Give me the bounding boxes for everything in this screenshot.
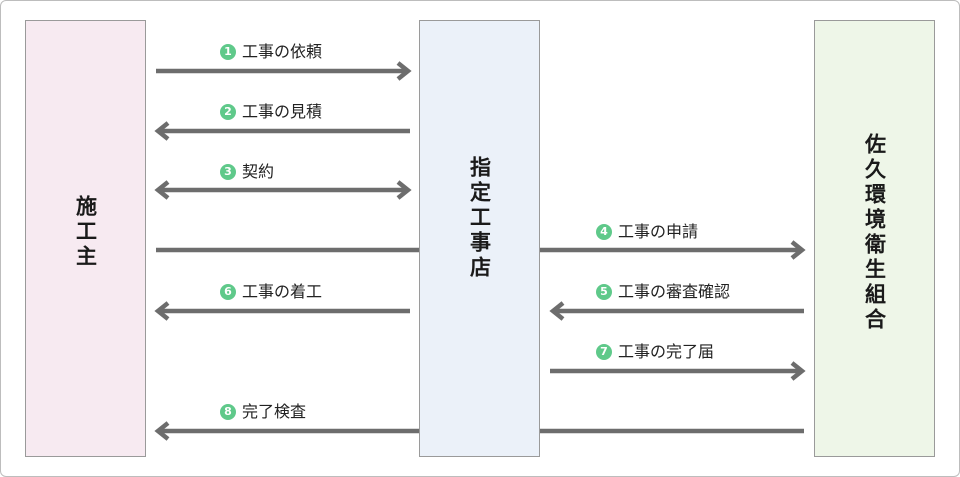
- arrow-step-2: [154, 121, 410, 141]
- step-text: 工事の着工: [242, 282, 323, 301]
- party-label-owner: 施工主: [73, 195, 98, 270]
- step-text: 工事の見積: [242, 102, 323, 121]
- step-text: 工事の依頼: [242, 42, 323, 61]
- step-1-label: 1 工事の依頼: [220, 42, 322, 62]
- step-number-badge: 6: [220, 284, 236, 300]
- party-label-association: 佐久環境衛生組合: [862, 132, 887, 333]
- arrow-step-8: [154, 421, 804, 441]
- step-number-badge: 4: [596, 224, 612, 240]
- step-number-badge: 1: [220, 44, 236, 60]
- arrow-step-6: [154, 301, 410, 321]
- arrow-step-5: [549, 301, 804, 321]
- step-number-badge: 7: [596, 344, 612, 360]
- party-box-owner: 施工主: [25, 20, 146, 457]
- arrow-step-4: [156, 240, 806, 260]
- step-text: 完了検査: [242, 402, 307, 421]
- step-7-label: 7 工事の完了届: [596, 342, 714, 362]
- step-4-label: 4 工事の申請: [596, 222, 698, 242]
- step-text: 工事の完了届: [618, 342, 715, 361]
- arrow-step-7: [550, 361, 806, 381]
- step-number-badge: 5: [596, 284, 612, 300]
- step-text: 契約: [242, 162, 275, 181]
- step-number-badge: 3: [220, 164, 236, 180]
- arrow-step-3: [154, 180, 412, 200]
- step-3-label: 3 契約: [220, 162, 274, 182]
- step-number-badge: 2: [220, 104, 236, 120]
- step-text: 工事の申請: [618, 222, 699, 241]
- step-6-label: 6 工事の着工: [220, 282, 322, 302]
- step-text: 工事の審査確認: [618, 282, 731, 301]
- party-box-association: 佐久環境衛生組合: [814, 20, 935, 457]
- party-label-contractor: 指定工事店: [467, 156, 492, 281]
- step-8-label: 8 完了検査: [220, 402, 306, 422]
- arrow-step-1: [156, 61, 412, 81]
- step-5-label: 5 工事の審査確認: [596, 282, 730, 302]
- step-number-badge: 8: [220, 404, 236, 420]
- step-2-label: 2 工事の見積: [220, 102, 322, 122]
- party-box-contractor: 指定工事店: [419, 20, 540, 457]
